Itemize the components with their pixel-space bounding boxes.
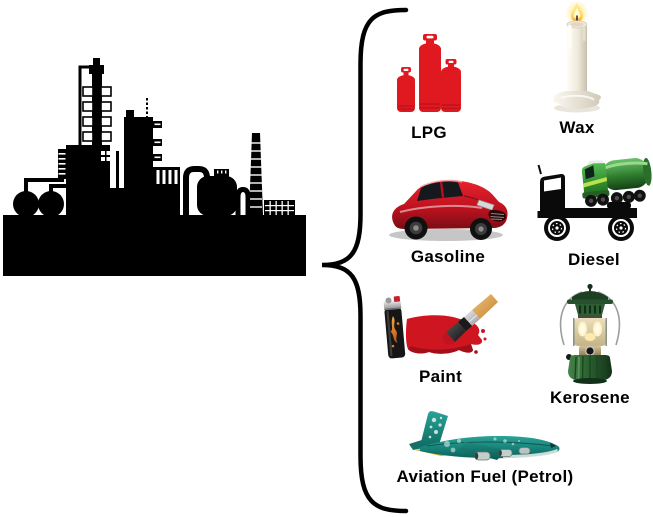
lpg-gas-cylinders-icon bbox=[397, 34, 461, 112]
product-item-diesel: Diesel bbox=[534, 152, 653, 270]
red-car-icon bbox=[389, 179, 508, 241]
product-label-kerosene: Kerosene bbox=[550, 388, 630, 407]
product-item-kerosene: Kerosene bbox=[546, 283, 634, 408]
candle-icon bbox=[552, 1, 601, 113]
product-label-wax: Wax bbox=[559, 118, 595, 137]
paintbrush-icon bbox=[441, 294, 498, 345]
product-label-gasoline: Gasoline bbox=[410, 247, 486, 266]
product-label-diesel: Diesel bbox=[568, 250, 620, 269]
product-item-aviation-fuel: Aviation Fuel (Petrol) bbox=[390, 408, 580, 487]
engines bbox=[474, 447, 531, 461]
product-item-wax: Wax bbox=[531, 1, 623, 138]
oil-refinery-icon bbox=[3, 58, 306, 276]
lighter-and-paintbrush-icon bbox=[383, 294, 498, 359]
green-tanker-truck bbox=[581, 157, 652, 207]
product-item-paint: Paint bbox=[378, 294, 503, 387]
product-item-lpg: LPG bbox=[383, 32, 475, 143]
product-label-paint: Paint bbox=[418, 367, 463, 386]
product-label-lpg: LPG bbox=[411, 123, 447, 142]
curly-brace-icon bbox=[321, 7, 409, 514]
lighter-icon bbox=[383, 296, 405, 359]
product-label-aviation-fuel: Aviation Fuel (Petrol) bbox=[396, 467, 574, 486]
airliner-icon bbox=[409, 411, 560, 461]
trucks-icon bbox=[537, 157, 652, 241]
black-truck-silhouette bbox=[537, 164, 637, 241]
kerosene-lantern-icon bbox=[559, 283, 621, 384]
product-item-gasoline: Gasoline bbox=[383, 172, 513, 267]
